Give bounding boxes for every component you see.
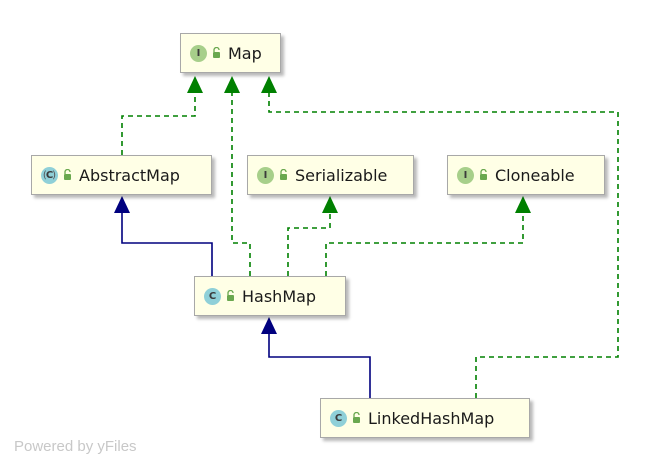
edge-hashmap-implements-map bbox=[231, 92, 251, 276]
node-map[interactable]: I Map bbox=[180, 33, 281, 73]
interface-icon: I bbox=[257, 166, 274, 184]
edge-hashmap-implements-cloneable bbox=[325, 212, 524, 276]
lock-open-icon bbox=[480, 169, 487, 180]
arrowhead-map-3 bbox=[261, 76, 277, 93]
arrowhead-map-2 bbox=[224, 76, 240, 93]
class-icon: C bbox=[330, 409, 347, 427]
node-label: LinkedHashMap bbox=[368, 408, 495, 428]
abstract-class-icon: C bbox=[41, 166, 58, 184]
arrowhead-abstractmap bbox=[114, 196, 130, 213]
class-icon: C bbox=[204, 287, 221, 305]
lock-open-icon bbox=[227, 290, 234, 301]
edge-linkedhashmap-implements-map bbox=[268, 92, 619, 398]
lock-open-icon bbox=[280, 169, 287, 180]
node-hashmap[interactable]: C HashMap bbox=[194, 276, 346, 316]
edge-hashmap-implements-serializable bbox=[287, 212, 331, 276]
node-cloneable[interactable]: I Cloneable bbox=[447, 155, 605, 195]
arrowhead-hashmap bbox=[261, 317, 277, 334]
interface-icon: I bbox=[190, 44, 207, 62]
arrowhead-serializable bbox=[322, 196, 338, 213]
arrowhead-cloneable bbox=[515, 196, 531, 213]
node-label: Cloneable bbox=[495, 165, 575, 185]
arrowhead-map-1 bbox=[187, 76, 203, 93]
edge-linkedhashmap-extends-hashmap bbox=[268, 333, 371, 398]
node-label: AbstractMap bbox=[79, 165, 180, 185]
node-linkedhashmap[interactable]: C LinkedHashMap bbox=[320, 398, 530, 438]
lock-open-icon bbox=[213, 47, 220, 58]
powered-by-footer: Powered by yFiles bbox=[14, 438, 137, 455]
node-label: HashMap bbox=[242, 286, 317, 306]
edge-hashmap-extends-abstractmap bbox=[121, 212, 213, 276]
node-serializable[interactable]: I Serializable bbox=[247, 155, 414, 195]
lock-open-icon bbox=[353, 412, 360, 423]
node-label: Map bbox=[228, 43, 262, 63]
node-label: Serializable bbox=[295, 165, 388, 185]
interface-icon: I bbox=[457, 166, 474, 184]
lock-open-icon bbox=[64, 169, 71, 180]
node-abstractmap[interactable]: C AbstractMap bbox=[31, 155, 212, 195]
edge-abstractmap-implements-map bbox=[121, 92, 196, 155]
